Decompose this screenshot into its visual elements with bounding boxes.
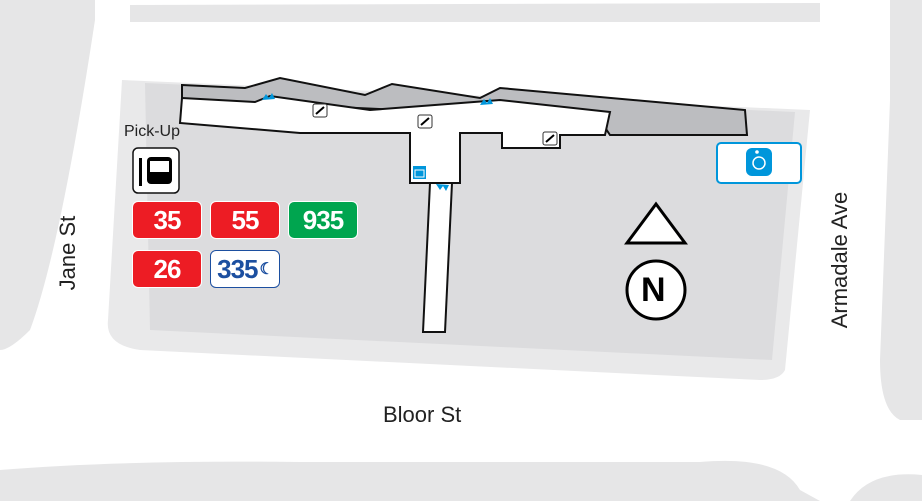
west-block xyxy=(0,0,95,350)
route-26-badge: 26 xyxy=(132,250,202,288)
north-label: N xyxy=(641,271,666,309)
north-block xyxy=(130,3,820,22)
moon-icon: ☾ xyxy=(259,261,274,278)
south-block xyxy=(0,460,820,501)
elevator-icon xyxy=(413,166,426,179)
wheel-trans-icon xyxy=(716,142,802,184)
street-label-bloor: Bloor St xyxy=(383,402,462,427)
route-935-badge: 935 xyxy=(288,201,358,239)
north-circle xyxy=(625,259,687,321)
stairs-icon xyxy=(542,131,558,146)
entrance-icon xyxy=(262,93,493,191)
escalator-icon xyxy=(417,114,433,129)
route-335-number: 335 xyxy=(217,253,258,284)
north-arrow-icon xyxy=(624,201,688,245)
walkway xyxy=(421,182,454,333)
street-label-jane: Jane St xyxy=(55,215,80,291)
street-label-armadale: Armadale Ave xyxy=(827,191,852,329)
concourse xyxy=(178,94,612,184)
route-335-night-badge: 335 ☾ xyxy=(210,250,280,288)
bus-stop-icon xyxy=(132,147,180,194)
pickup-label: Pick-Up xyxy=(124,123,181,140)
east-south-block xyxy=(850,474,922,501)
route-35-badge: 35 xyxy=(132,201,202,239)
route-55-badge: 55 xyxy=(210,201,280,239)
stairs-icon xyxy=(312,103,328,118)
east-block xyxy=(880,0,922,420)
